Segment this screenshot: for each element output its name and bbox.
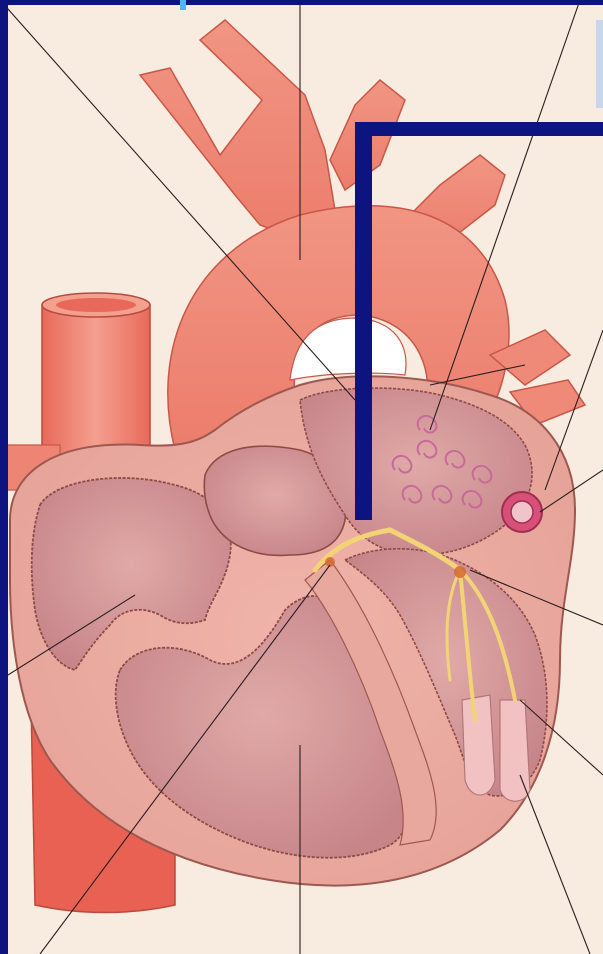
superior-vena-cava: [42, 293, 150, 470]
slide-frame-corner: [596, 20, 603, 108]
slide-frame-accent: [180, 0, 186, 10]
mass-lesion-icon: [502, 492, 542, 532]
